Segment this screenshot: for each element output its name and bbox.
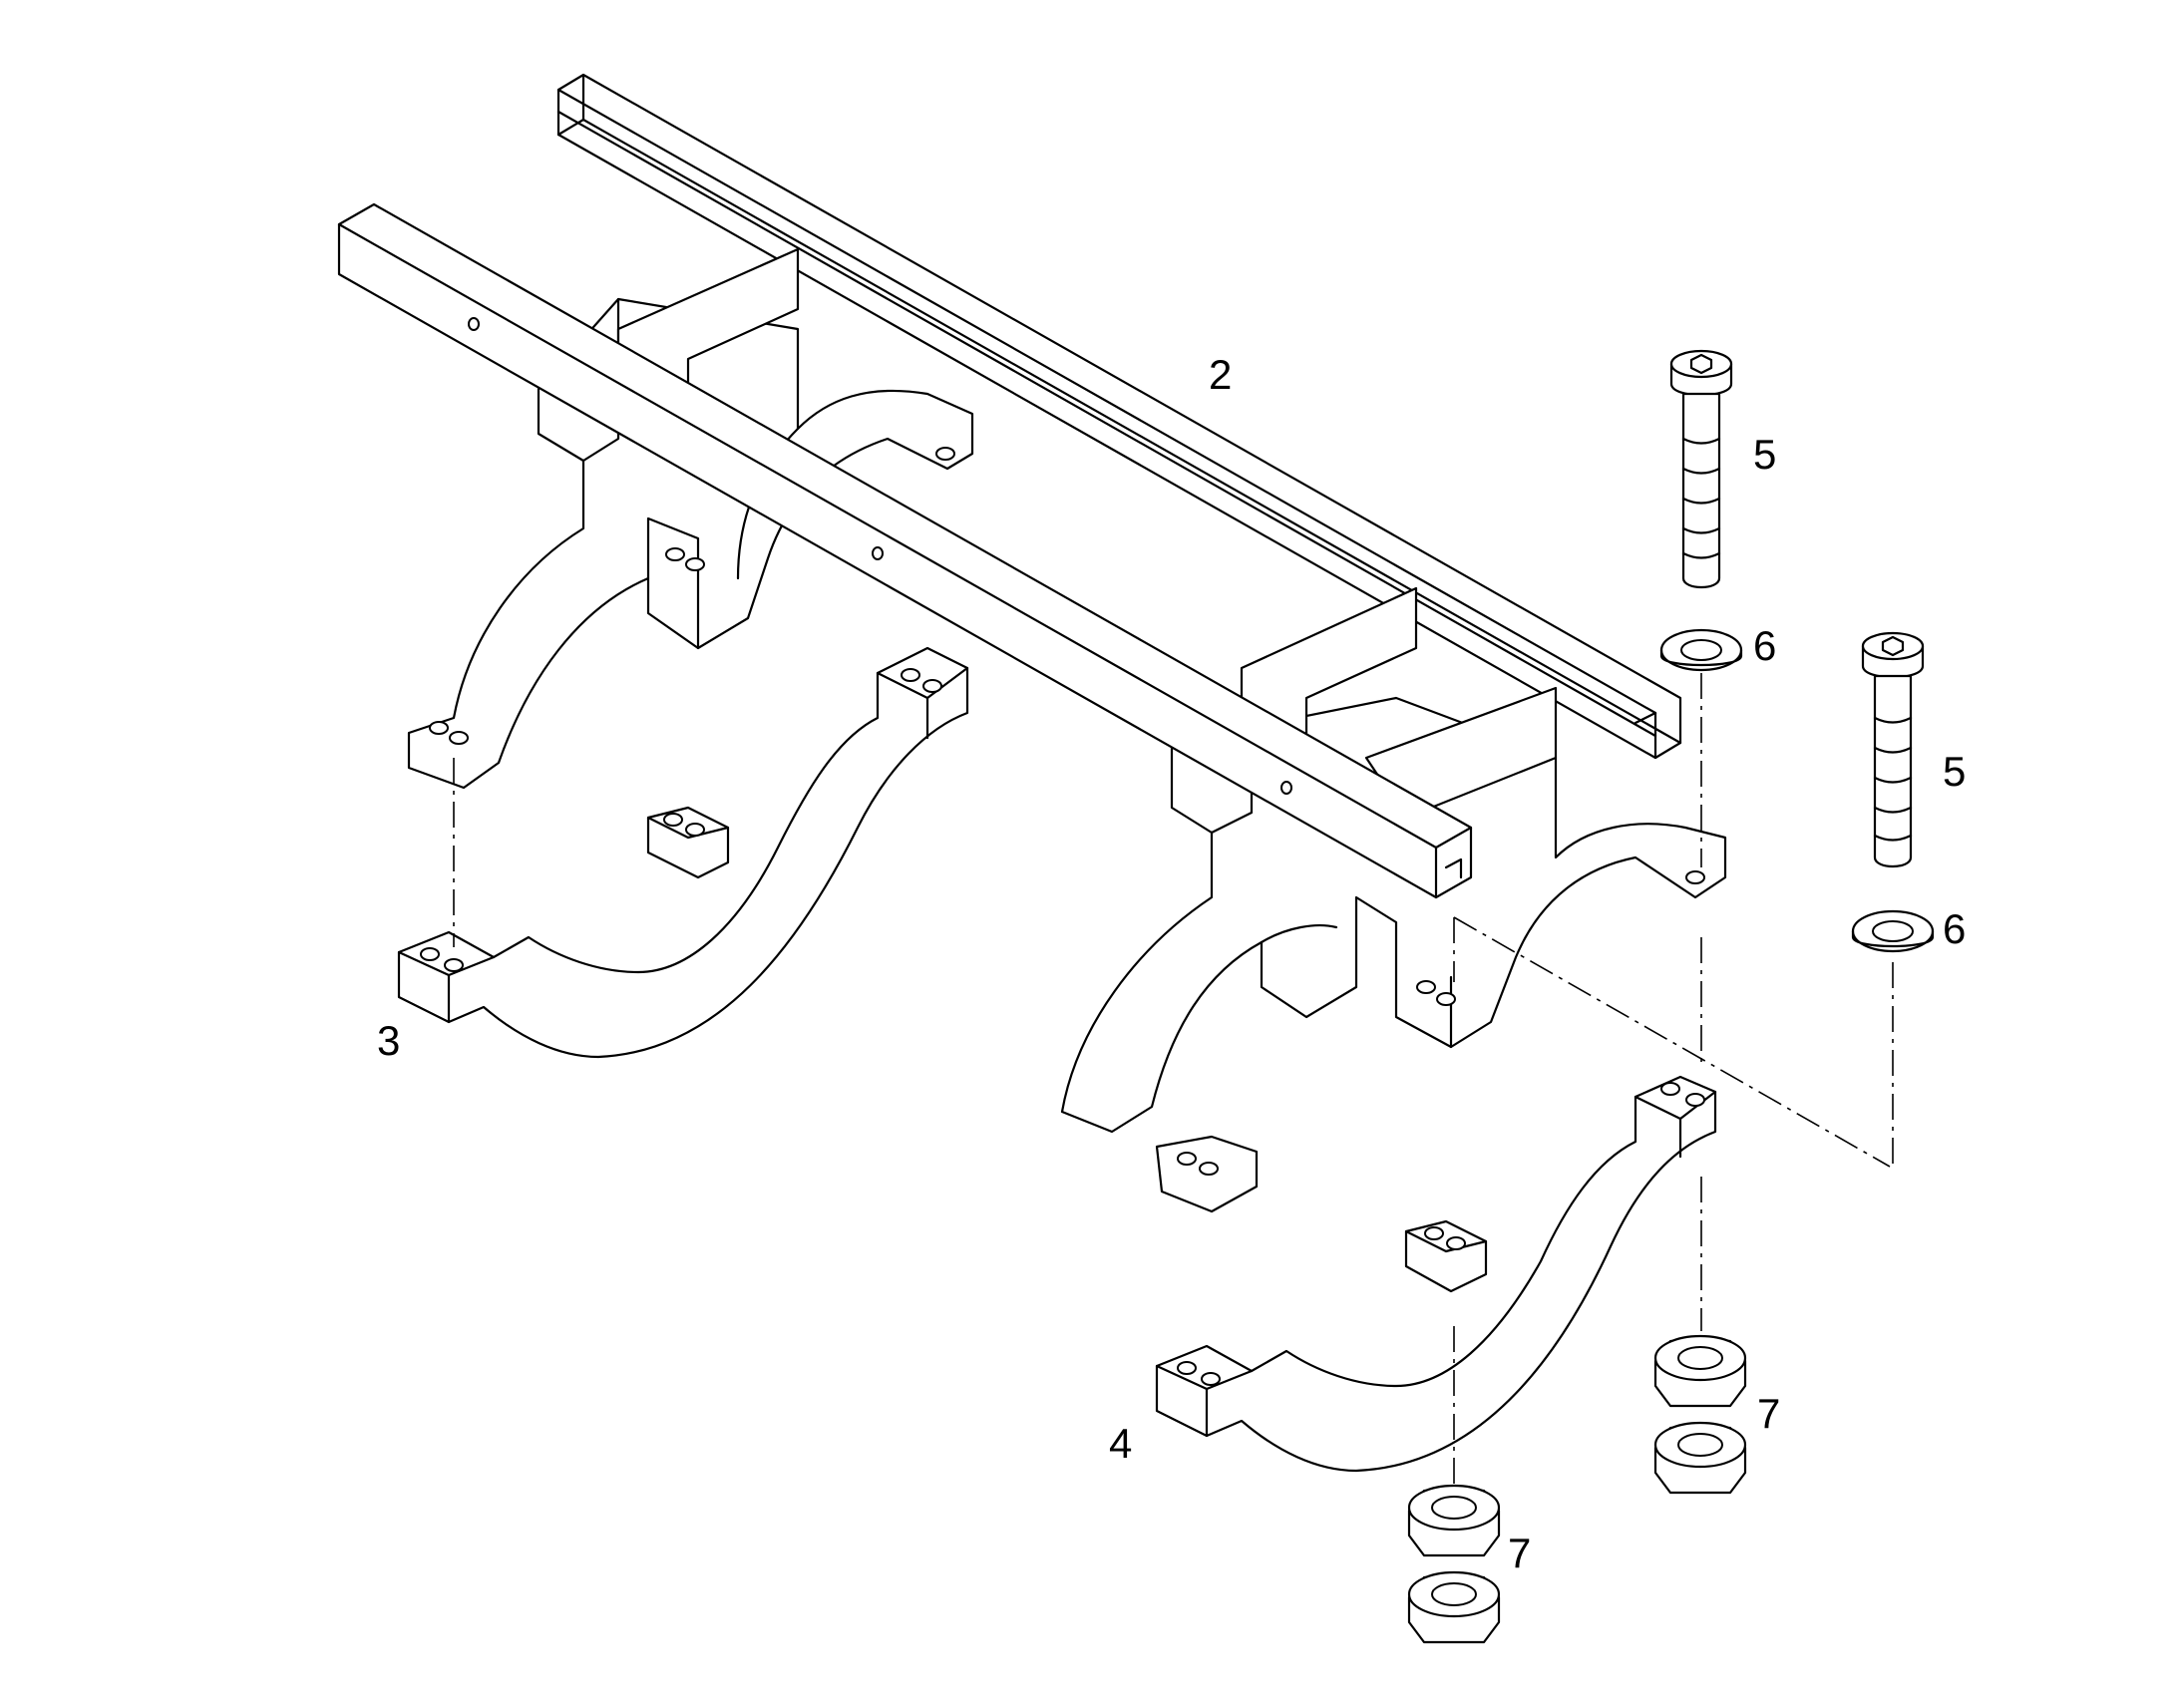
assembly-center-lines [453,673,1894,1486]
nut-left-upper [1407,1484,1501,1557]
saddle-bracket-front-right [1060,696,1727,1213]
callout-6-upper: 6 [1753,622,1776,669]
bolt-lower [1861,631,1925,868]
callout-2: 2 [1209,351,1232,398]
callout-6-lower: 6 [1943,905,1966,952]
washer-lower [1851,909,1935,953]
callout-7-left: 7 [1508,1530,1531,1576]
nut-right-upper [1653,1334,1747,1408]
nut-right-lower [1653,1421,1747,1495]
washer-upper [1659,628,1743,672]
callout-5-lower: 5 [1943,748,1966,795]
bolt-upper [1669,349,1733,589]
callout-3: 3 [377,1017,400,1064]
callout-7-right: 7 [1757,1390,1780,1437]
callout-4: 4 [1109,1420,1132,1467]
clamp-cap-3 [397,646,969,1059]
rail-frame [337,73,1682,899]
clamp-cap-4 [1155,1075,1717,1473]
callout-5-upper: 5 [1753,431,1776,478]
nut-left-lower [1407,1570,1501,1644]
